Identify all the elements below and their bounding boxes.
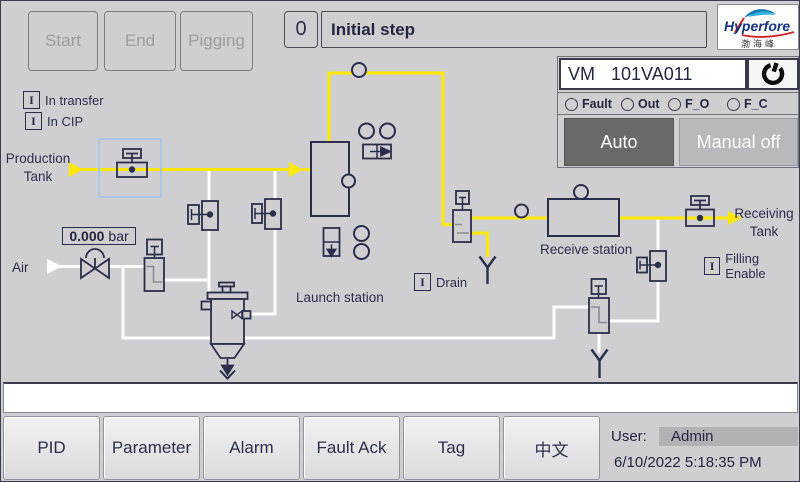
radio-fault-icon	[565, 97, 578, 111]
auto-button[interactable]: Auto	[564, 118, 674, 166]
in-transfer-indicator: I In transfer	[23, 91, 104, 109]
radio-out[interactable]: Out	[621, 97, 660, 111]
device-tag: 101VA011	[611, 63, 693, 84]
cip-valve-a[interactable]	[187, 200, 219, 231]
receive-station	[547, 198, 620, 237]
radio-f-o-label: F_O	[685, 97, 710, 111]
end-button[interactable]: End	[104, 11, 176, 71]
logo-red-slash	[734, 17, 745, 33]
user-name-field[interactable]: Admin	[659, 427, 798, 446]
cip-valve-b[interactable]	[251, 198, 282, 230]
production-valve[interactable]	[116, 148, 148, 178]
parameter-button[interactable]: Parameter	[103, 416, 200, 480]
transfer-valve[interactable]	[452, 190, 472, 243]
language-button[interactable]: 中文	[503, 416, 600, 480]
faceplate-close-button[interactable]	[747, 58, 799, 90]
company-logo: Hyperfore 渤海峰	[717, 4, 799, 50]
power-icon	[761, 62, 785, 86]
launch-station-label: Launch station	[296, 290, 384, 305]
product-flow-arrow-inlet	[69, 162, 83, 177]
production-tank-label-1: Production	[6, 151, 71, 166]
pipe-sensor-top	[351, 62, 367, 78]
drain-label: Drain	[436, 274, 468, 290]
valve-selection-highlight	[98, 138, 162, 198]
air-label: Air	[12, 260, 29, 275]
pigging-button[interactable]: Pigging	[180, 11, 253, 71]
step-number: 0	[284, 11, 318, 48]
pressure-display: 0.000 bar	[62, 227, 136, 245]
receive-station-label: Receive station	[540, 242, 632, 257]
product-flow-arrow-outlet	[728, 211, 742, 225]
indicator-i-icon: I	[23, 91, 40, 109]
radio-fault[interactable]: Fault	[565, 97, 612, 111]
filling-enable-indicator: I Filling Enable	[704, 251, 799, 281]
indicator-i-icon: I	[25, 112, 42, 130]
logo-brand-text: Hyperfore	[724, 18, 790, 34]
receiving-tank-label-2: Tank	[750, 224, 779, 239]
drain-outlet-icon	[478, 255, 497, 284]
device-prefix: VM	[568, 63, 595, 84]
radio-out-icon	[621, 97, 634, 111]
step-name: Initial step	[321, 11, 707, 48]
receive-drain-outlet-icon	[590, 348, 609, 378]
launch-sensor-4	[353, 243, 370, 260]
drain-indicator: I Drain	[414, 273, 467, 291]
logo-swoosh-icon	[744, 9, 776, 18]
receiving-tank-valve[interactable]	[685, 195, 715, 227]
pipe-sensor-receive	[514, 203, 529, 219]
device-tag-display: VM 101VA011	[559, 58, 747, 90]
product-flow-arrow-launch	[289, 162, 303, 177]
in-cip-label: In CIP	[47, 113, 84, 129]
in-transfer-label: In transfer	[45, 92, 104, 108]
pid-button[interactable]: PID	[3, 416, 100, 480]
datetime-display: 6/10/2022 5:18:35 PM	[614, 454, 762, 471]
production-tank-label-2: Tank	[24, 169, 53, 184]
radio-f-o[interactable]: F_O	[668, 97, 709, 111]
radio-f-c-label: F_C	[744, 97, 768, 111]
cip-vessel	[200, 281, 252, 380]
logo-graphic: Hyperfore 渤海峰	[724, 9, 795, 49]
launch-solenoid-valve[interactable]	[362, 143, 393, 160]
fault-ack-button[interactable]: Fault Ack	[303, 416, 400, 480]
manual-off-button[interactable]: Manual off	[679, 118, 798, 166]
indicator-i-icon: I	[704, 257, 721, 275]
pressure-unit: bar	[108, 228, 129, 244]
indicator-i-icon: I	[414, 273, 431, 291]
air-shutoff-valve[interactable]	[143, 238, 165, 292]
receiving-tank-label-1: Receiving	[734, 206, 793, 221]
alarm-button[interactable]: Alarm	[203, 416, 300, 480]
logo-red-underline	[741, 31, 795, 38]
tag-button[interactable]: Tag	[403, 416, 500, 480]
radio-f-o-icon	[668, 97, 681, 111]
pressure-value: 0.000	[69, 228, 105, 244]
air-flow-arrow	[47, 259, 62, 274]
launch-sensor-2	[379, 122, 396, 140]
start-button[interactable]: Start	[28, 11, 98, 71]
radio-f-c[interactable]: F_C	[727, 97, 768, 111]
user-label: User:	[611, 428, 647, 445]
launch-pusher-valve[interactable]	[322, 227, 341, 258]
air-control-valve[interactable]	[80, 248, 110, 280]
status-radio-row: Fault Out F_O F_C	[557, 92, 799, 115]
in-cip-indicator: I In CIP	[25, 112, 83, 130]
launch-station	[310, 141, 356, 217]
logo-chinese-text: 渤海峰	[741, 38, 777, 49]
radio-f-c-icon	[727, 97, 740, 111]
receive-drain-valve[interactable]	[588, 278, 610, 334]
filling-enable-label: Filling Enable	[725, 251, 766, 281]
launch-sensor-3	[353, 225, 370, 242]
radio-out-label: Out	[638, 97, 660, 111]
launch-sensor-1	[358, 122, 375, 140]
radio-fault-label: Fault	[582, 97, 612, 111]
cip-valve-return[interactable]	[636, 250, 667, 282]
receive-sensor	[573, 184, 589, 200]
alarm-message-bar	[3, 382, 798, 413]
